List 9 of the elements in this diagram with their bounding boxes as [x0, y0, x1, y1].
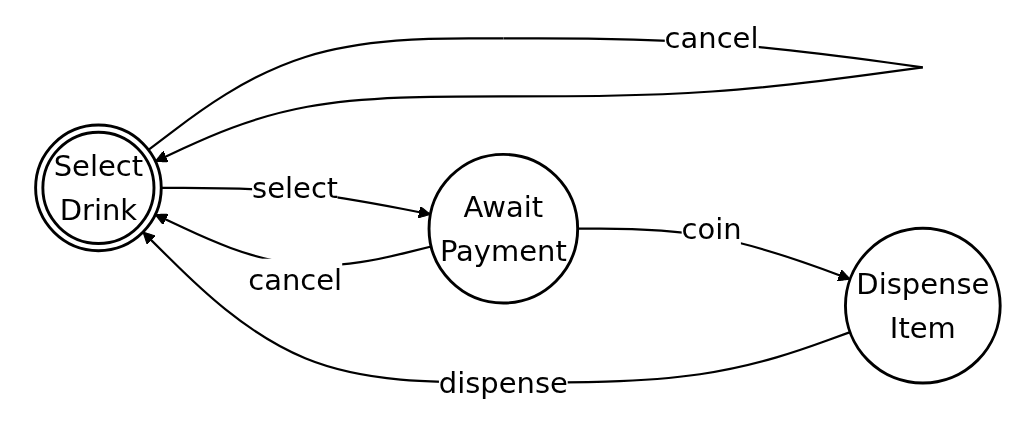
- edge-label: select: [251, 170, 338, 206]
- node-circle: Select Drink: [33, 123, 163, 253]
- edge-label: cancel: [664, 20, 759, 56]
- edge-label: coin: [681, 211, 742, 247]
- arrow: [142, 231, 851, 384]
- edge-label: cancel: [247, 262, 342, 298]
- node-circle: Dispense Item: [843, 226, 1002, 385]
- node-circle: Await Payment: [427, 152, 579, 305]
- edge-label: dispense: [438, 365, 568, 401]
